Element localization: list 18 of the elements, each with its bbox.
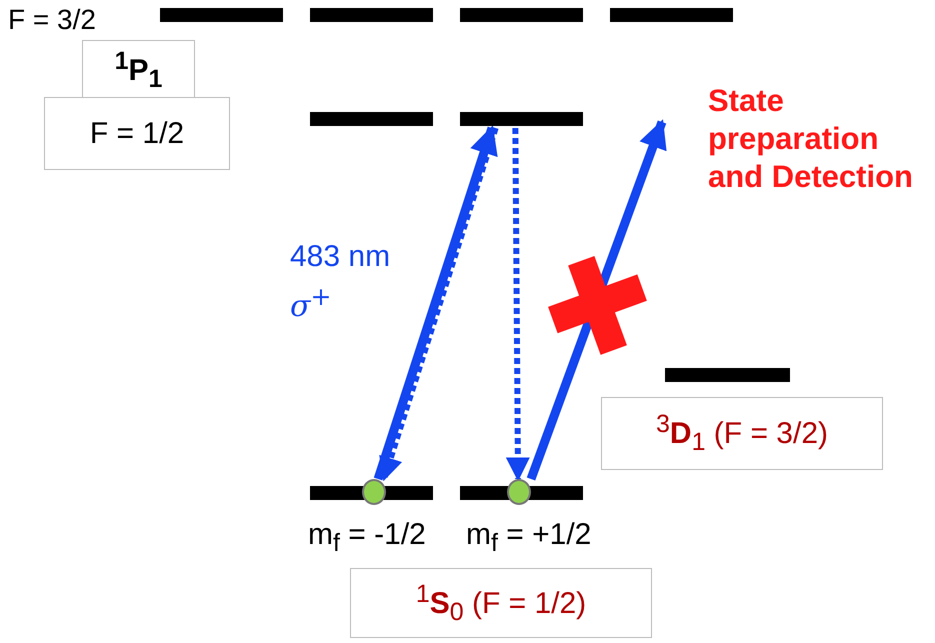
state-label-box [82, 40, 195, 100]
state-label: $^{3}$D$_{1}$ (F = 3/2) [656, 410, 828, 457]
state-label: $^{1}$P$_{1}$ [114, 47, 162, 94]
state-label-box [350, 568, 652, 638]
population-dot [507, 479, 531, 505]
population-dot [362, 479, 386, 505]
dotted-arrow [506, 128, 530, 482]
sublevel-label: m$_{f}$ = -1/2 [308, 518, 426, 558]
state-label: F = 1/2 [90, 116, 184, 150]
level-label: F = 3/2 [8, 4, 96, 36]
sublevel-label: m$_{f}$ = +1/2 [466, 518, 592, 558]
state-label: $^{1}$S$_{0}$ (F = 1/2) [416, 580, 586, 626]
polarization-label: σ$^{+}$ [290, 282, 332, 324]
wavelength-label: 483 nm [290, 240, 390, 274]
state-label-box [44, 97, 230, 170]
annotation-text: State preparation and Detection [708, 82, 914, 196]
state-label-box [601, 397, 883, 470]
transition-arrow [526, 119, 667, 481]
